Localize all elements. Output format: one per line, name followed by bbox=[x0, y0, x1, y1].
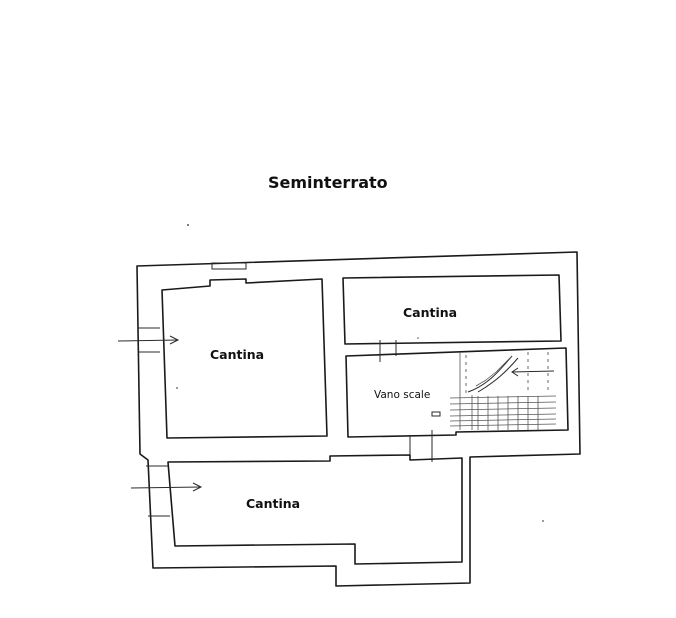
room-outline-cantina-bottom bbox=[167, 454, 463, 565]
room-label-cantina-top-left: Cantina bbox=[210, 347, 265, 362]
scan-dot bbox=[176, 387, 178, 389]
left-entrance-lower bbox=[146, 465, 170, 517]
plan-title: Seminterrato bbox=[268, 173, 388, 192]
left-entrance-upper bbox=[138, 327, 160, 353]
room-outline-cantina-top-right bbox=[342, 274, 562, 345]
scan-dot bbox=[187, 224, 189, 226]
entrance-arrow-icon bbox=[117, 335, 180, 345]
room-label-cantina-bottom: Cantina bbox=[246, 496, 301, 511]
room-label-cantina-top-right: Cantina bbox=[403, 305, 458, 320]
room-outline-cantina-top-left bbox=[161, 278, 328, 439]
room-outline-vano-scale bbox=[345, 347, 569, 438]
top-window bbox=[211, 262, 247, 270]
stair-arrow-icon bbox=[511, 367, 555, 377]
small-fixture bbox=[431, 411, 441, 417]
scan-dot bbox=[417, 337, 419, 339]
entrance-arrow-icon bbox=[130, 482, 203, 492]
outer-wall bbox=[136, 251, 581, 587]
scan-dot bbox=[542, 520, 544, 522]
room-label-vano-scale: Vano scale bbox=[374, 389, 431, 401]
staircase bbox=[449, 352, 557, 430]
